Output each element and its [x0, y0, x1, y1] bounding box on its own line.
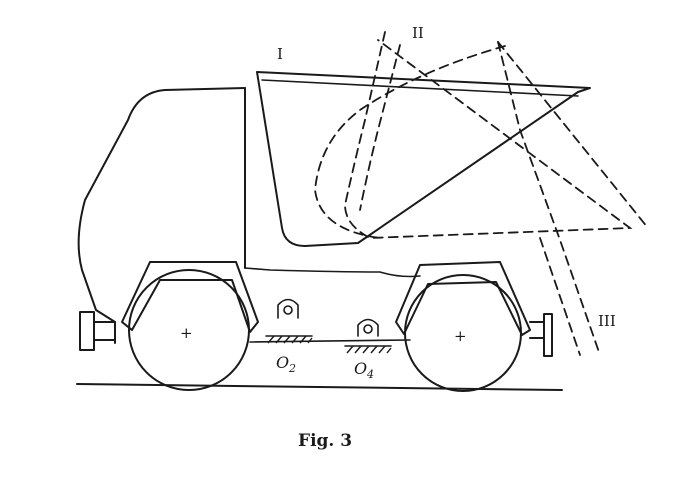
position-3-label: III — [598, 312, 616, 330]
dump-body-position-3 — [497, 41, 601, 356]
position-2-label: II — [412, 24, 424, 42]
pivot-o2-subscript: 2 — [288, 362, 296, 375]
rear-wheel-center-mark: + — [454, 327, 467, 345]
pivot-o4-subscript: 4 — [366, 368, 374, 381]
dump-body-position-3-edge — [497, 41, 649, 229]
position-1-label: I — [277, 45, 283, 63]
dump-body-position-3-lower — [539, 237, 581, 356]
front-wheel-center-mark: + — [180, 324, 193, 342]
cab-outline — [77, 87, 246, 344]
rear-bumper — [529, 313, 553, 357]
front-wheel — [128, 269, 250, 391]
dump-body-position-1 — [256, 71, 591, 247]
pivot-o2 — [265, 298, 313, 344]
dump-body-position-2-inner — [359, 44, 401, 211]
rear-mudguard — [395, 261, 531, 336]
chassis-top-line — [244, 267, 421, 278]
chassis-bottom-line — [249, 339, 411, 343]
pivot-o4-label: O — [354, 359, 367, 378]
pivot-o2-label: O — [276, 353, 289, 372]
rear-wheel — [404, 274, 522, 392]
dump-body-top-rim — [261, 79, 579, 97]
pivot-o4 — [344, 318, 392, 354]
dump-body-position-2 — [344, 31, 633, 239]
front-mudguard — [121, 261, 259, 333]
dump-body-position-3-inner — [314, 45, 506, 239]
figure-caption: Fig. 3 — [298, 431, 352, 451]
front-bumper — [79, 311, 116, 351]
